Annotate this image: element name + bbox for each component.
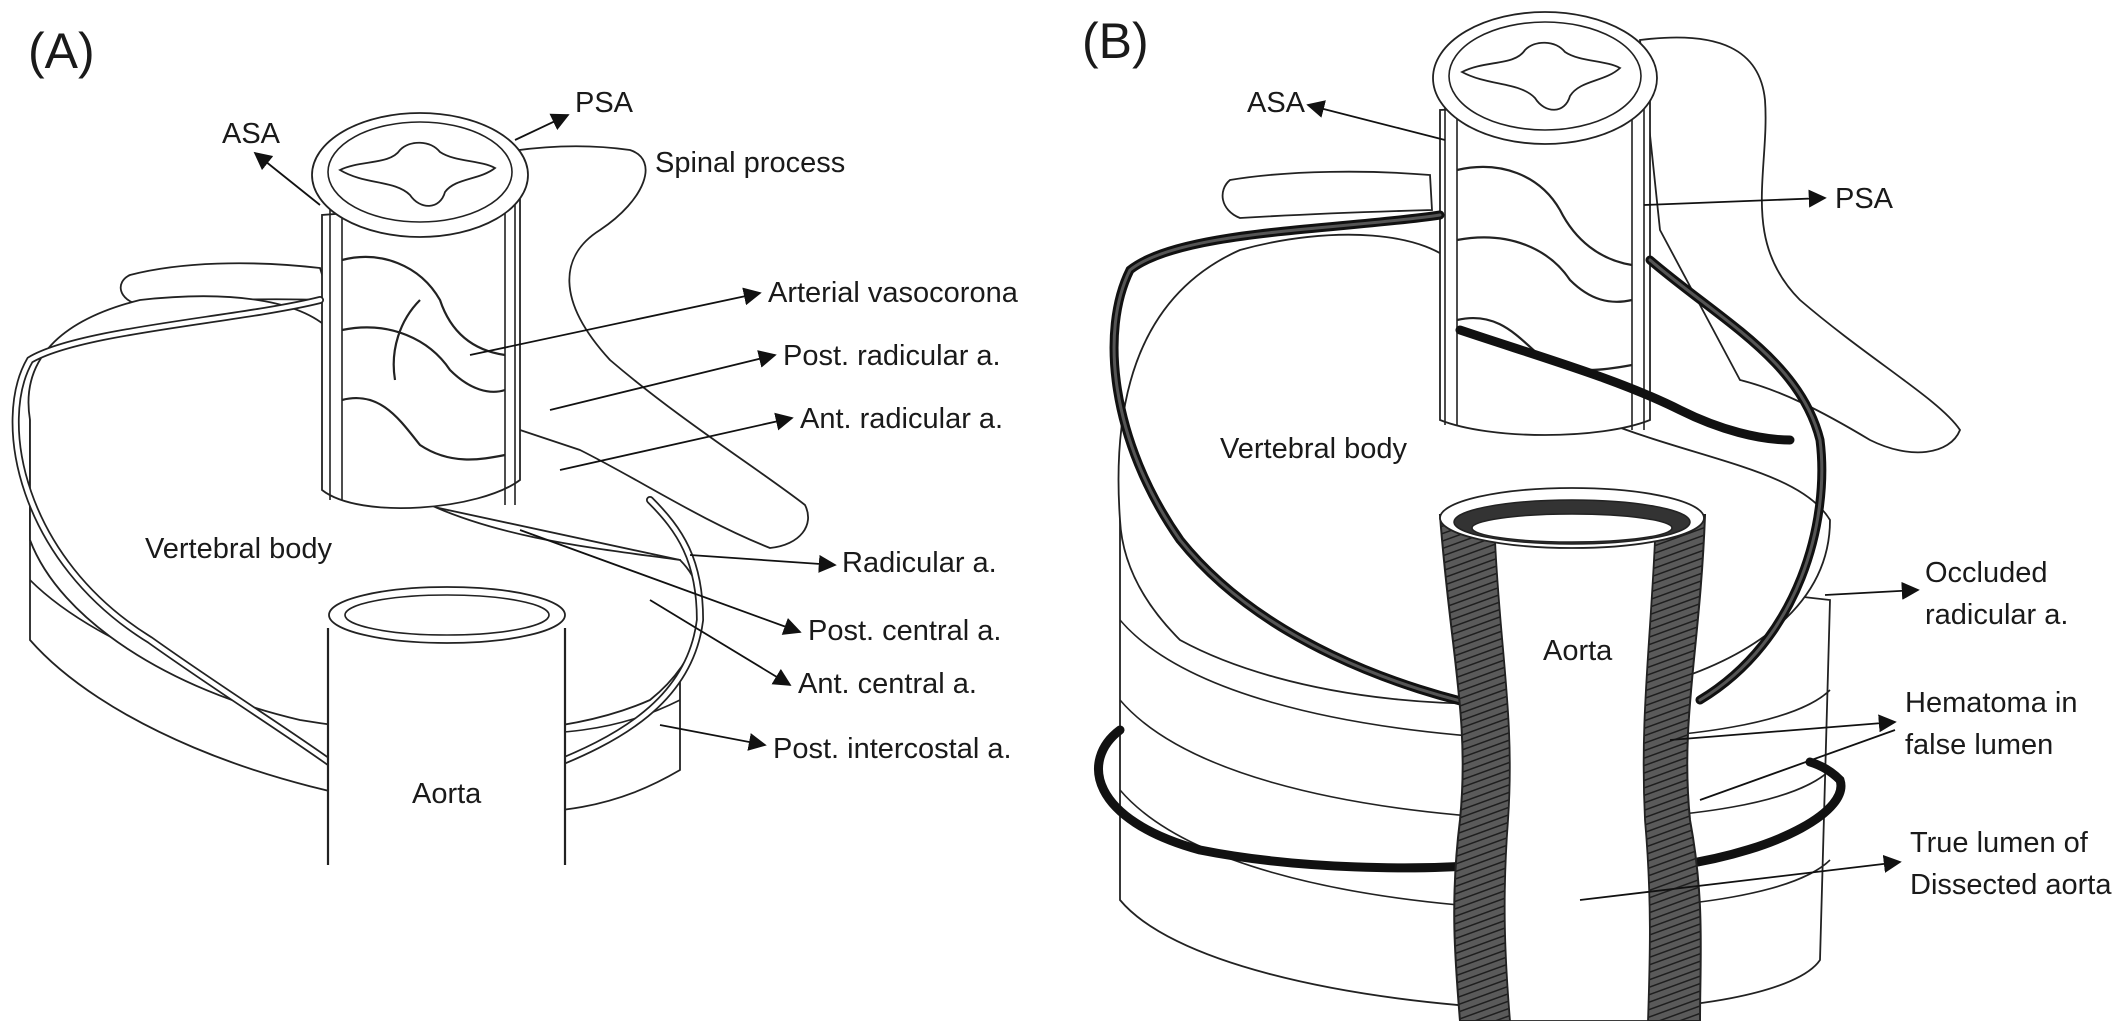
panel-b-cord-column [1439, 99, 1651, 436]
panel-a-label-arterial-vasocorona: Arterial vasocorona [768, 277, 1019, 309]
panel-a-aorta-lumen [344, 594, 550, 636]
panel-b-label-hematoma-2: false lumen [1905, 729, 2053, 761]
panel-a-radicular-loop-inner [13, 297, 343, 773]
panel-b-label-true-lumen-2: Dissected aorta [1910, 869, 2112, 901]
panel-a-aorta-rim [328, 586, 566, 644]
panel-a-pointer-post-radicular [549, 350, 777, 411]
panel-b-pointer-psa [1643, 189, 1827, 208]
panel-b-occluded-loop-left-inner [1112, 213, 1502, 712]
panel-b-grey-matter [1460, 41, 1622, 111]
panel-b-intercostal-ring [1094, 725, 1846, 873]
panel-b-label-hematoma-1: Hematoma in [1905, 687, 2077, 719]
panel-b-aorta-true-lumen [1494, 539, 1656, 1021]
panel-b-label-psa: PSA [1835, 183, 1894, 215]
panel-b-label: (B) [1082, 13, 1149, 69]
panel-a-vasocorona-net [341, 255, 506, 461]
panel-b-label-aorta: Aorta [1543, 635, 1613, 667]
panel-b-pointer-occluded [1824, 581, 1920, 600]
panel-a-pointer-post-central [519, 529, 802, 635]
panel-b: (B) ASA PSA Vertebral body Aorta [1082, 11, 2112, 1021]
panel-a-pointer-asa [253, 151, 321, 206]
panel-a-label-ant-radicular: Ant. radicular a. [800, 403, 1003, 435]
panel-a-label-post-radicular: Post. radicular a. [783, 340, 1001, 372]
panel-b-cord-vessels [1444, 95, 1645, 430]
panel-b-cord-disc-inner [1448, 21, 1642, 131]
panel-a-pointer-vasocorona [469, 287, 762, 356]
panel-b-pointer-hematoma-2 [1699, 729, 1896, 801]
panel-a-cord-disc-inner [327, 121, 513, 223]
panel-b-label-occluded-1: Occluded [1925, 557, 2048, 589]
panel-a-label: (A) [28, 23, 95, 79]
panel-a-label-asa: ASA [222, 118, 281, 150]
panel-a: (A) ASA PSA Spinal process Arterial [11, 23, 1019, 868]
panel-a-intercostal-right-inner [537, 497, 703, 773]
panel-b-label-occluded-2: radicular a. [1925, 599, 2068, 631]
panel-b-spinal-process [1639, 36, 1962, 454]
panel-a-label-radicular: Radicular a. [842, 547, 997, 579]
panel-a-pointer-post-intercostal [659, 724, 767, 751]
panel-a-aorta-fill [328, 628, 565, 868]
panel-b-aorta-lumen-opening [1471, 513, 1673, 543]
panel-a-label-aorta: Aorta [412, 778, 482, 810]
panel-a-label-psa: PSA [575, 87, 634, 119]
panel-a-pointer-ant-central [649, 599, 792, 686]
panel-a-pointer-ant-radicular [559, 412, 794, 471]
panel-a-label-spinal-process: Spinal process [655, 147, 845, 179]
panel-b-label-vertebral-body: Vertebral body [1220, 433, 1408, 465]
panel-b-pointer-asa [1306, 100, 1446, 141]
panel-a-label-vertebral-body: Vertebral body [145, 533, 333, 565]
panel-a-pointer-psa [514, 113, 570, 141]
panel-a-label-post-intercostal: Post. intercostal a. [773, 733, 1012, 765]
panel-a-grey-matter [338, 141, 497, 207]
panel-b-label-asa: ASA [1247, 87, 1306, 119]
panel-a-label-ant-central: Ant. central a. [798, 668, 977, 700]
panel-a-transverse-process-left [119, 262, 332, 306]
panel-b-transverse-process-left [1221, 170, 1433, 219]
panel-b-pointer-true-lumen [1579, 854, 1902, 901]
panel-b-occluded-cross [1455, 325, 1795, 445]
panel-a-cord-vessel-left [329, 200, 516, 505]
panel-b-occluded-right-inner [1648, 258, 1824, 702]
panel-a-cord-column [321, 199, 521, 509]
panel-b-label-true-lumen-1: True lumen of [1910, 827, 2089, 859]
panel-a-pointer-radicular [689, 554, 837, 573]
panel-a-aorta-walls [326, 628, 567, 865]
panel-a-label-post-central: Post. central a. [808, 615, 1001, 647]
panel-b-pointer-hematoma [1669, 714, 1897, 741]
